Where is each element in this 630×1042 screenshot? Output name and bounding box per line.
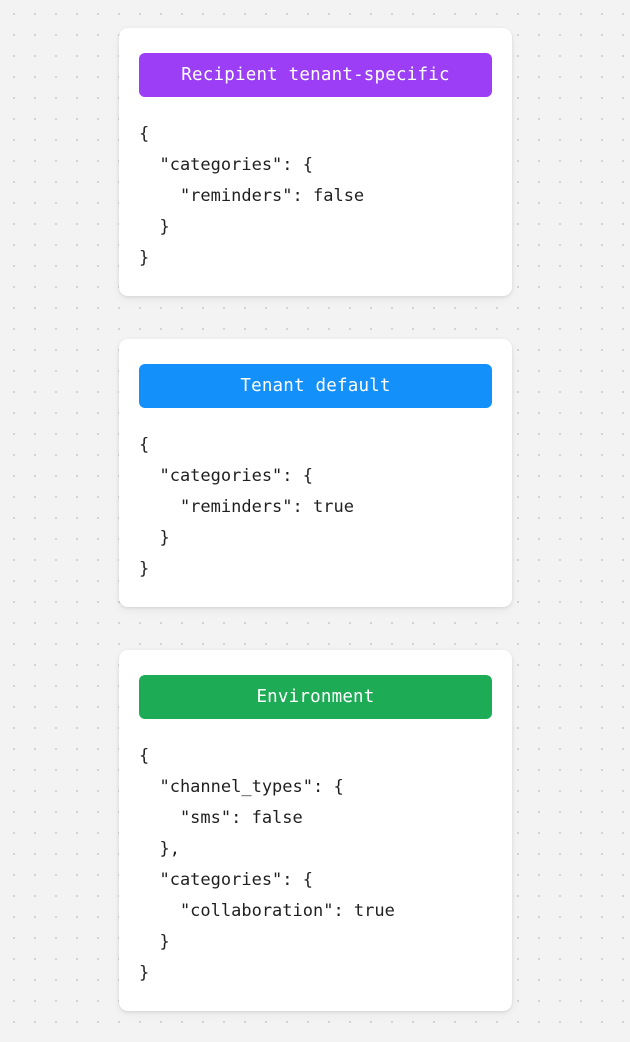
card-recipient-tenant-specific: Recipient tenant-specific { "categories"… xyxy=(119,28,512,296)
card-code-tenant-default: { "categories": { "reminders": true } } xyxy=(139,435,354,579)
card-tenant-default: Tenant default { "categories": { "remind… xyxy=(119,339,512,607)
card-header-recipient-tenant-specific: Recipient tenant-specific xyxy=(139,53,492,97)
card-code-environment: { "channel_types": { "sms": false }, "ca… xyxy=(139,746,395,983)
preference-cards-stack: Recipient tenant-specific { "categories"… xyxy=(119,28,512,1011)
card-header-tenant-default: Tenant default xyxy=(139,364,492,408)
card-code-recipient-tenant-specific: { "categories": { "reminders": false } } xyxy=(139,124,365,268)
card-environment: Environment { "channel_types": { "sms": … xyxy=(119,650,512,1011)
card-header-environment: Environment xyxy=(139,675,492,719)
